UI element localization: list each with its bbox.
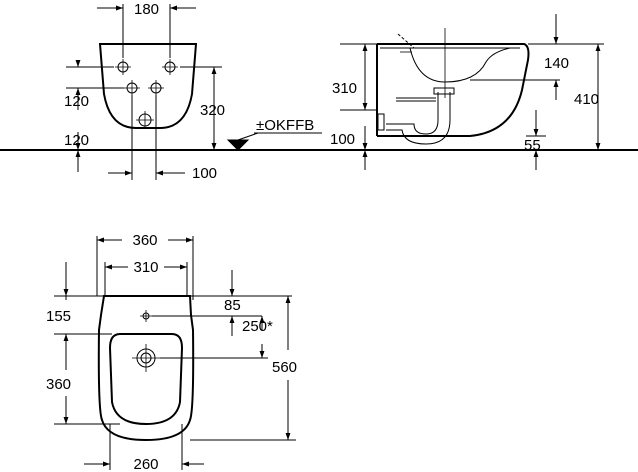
plan-inner-basin <box>108 333 184 426</box>
side-bowl-outline <box>377 43 530 137</box>
top-view: 360 310 155 360 85 250* 560 <box>46 232 297 472</box>
plan-dim-360-width: 360 <box>132 232 157 249</box>
plan-dim-360-left: 360 <box>46 376 71 393</box>
side-dim-55: 55 <box>524 137 541 154</box>
front-view: 180 120 120 320 100 <box>64 1 225 182</box>
plan-dim-260: 260 <box>133 456 158 472</box>
floor-reference: ±OKFFB <box>226 117 322 151</box>
plan-dim-85: 85 <box>224 297 241 314</box>
plan-dim-310-width: 310 <box>133 259 158 276</box>
side-dim-410: 410 <box>574 91 599 108</box>
front-bowl-outline <box>98 43 198 129</box>
front-dim-120-upper: 120 <box>64 93 89 110</box>
plan-dim-560: 560 <box>272 359 297 376</box>
plan-dim-155: 155 <box>46 308 71 325</box>
front-dim-120-lower: 120 <box>64 132 89 149</box>
front-dim-180: 180 <box>134 1 159 18</box>
front-dim-100: 100 <box>192 165 217 182</box>
plan-dim-250: 250* <box>242 318 273 335</box>
floor-reference-label: ±OKFFB <box>256 117 314 134</box>
side-dim-310: 310 <box>332 80 357 97</box>
front-holes <box>115 59 178 129</box>
side-view: 310 100 140 410 55 <box>330 14 604 170</box>
plan-outer-outline <box>97 295 195 442</box>
side-dim-100: 100 <box>330 131 355 148</box>
side-dim-140: 140 <box>544 55 569 72</box>
front-dim-320: 320 <box>200 102 225 119</box>
